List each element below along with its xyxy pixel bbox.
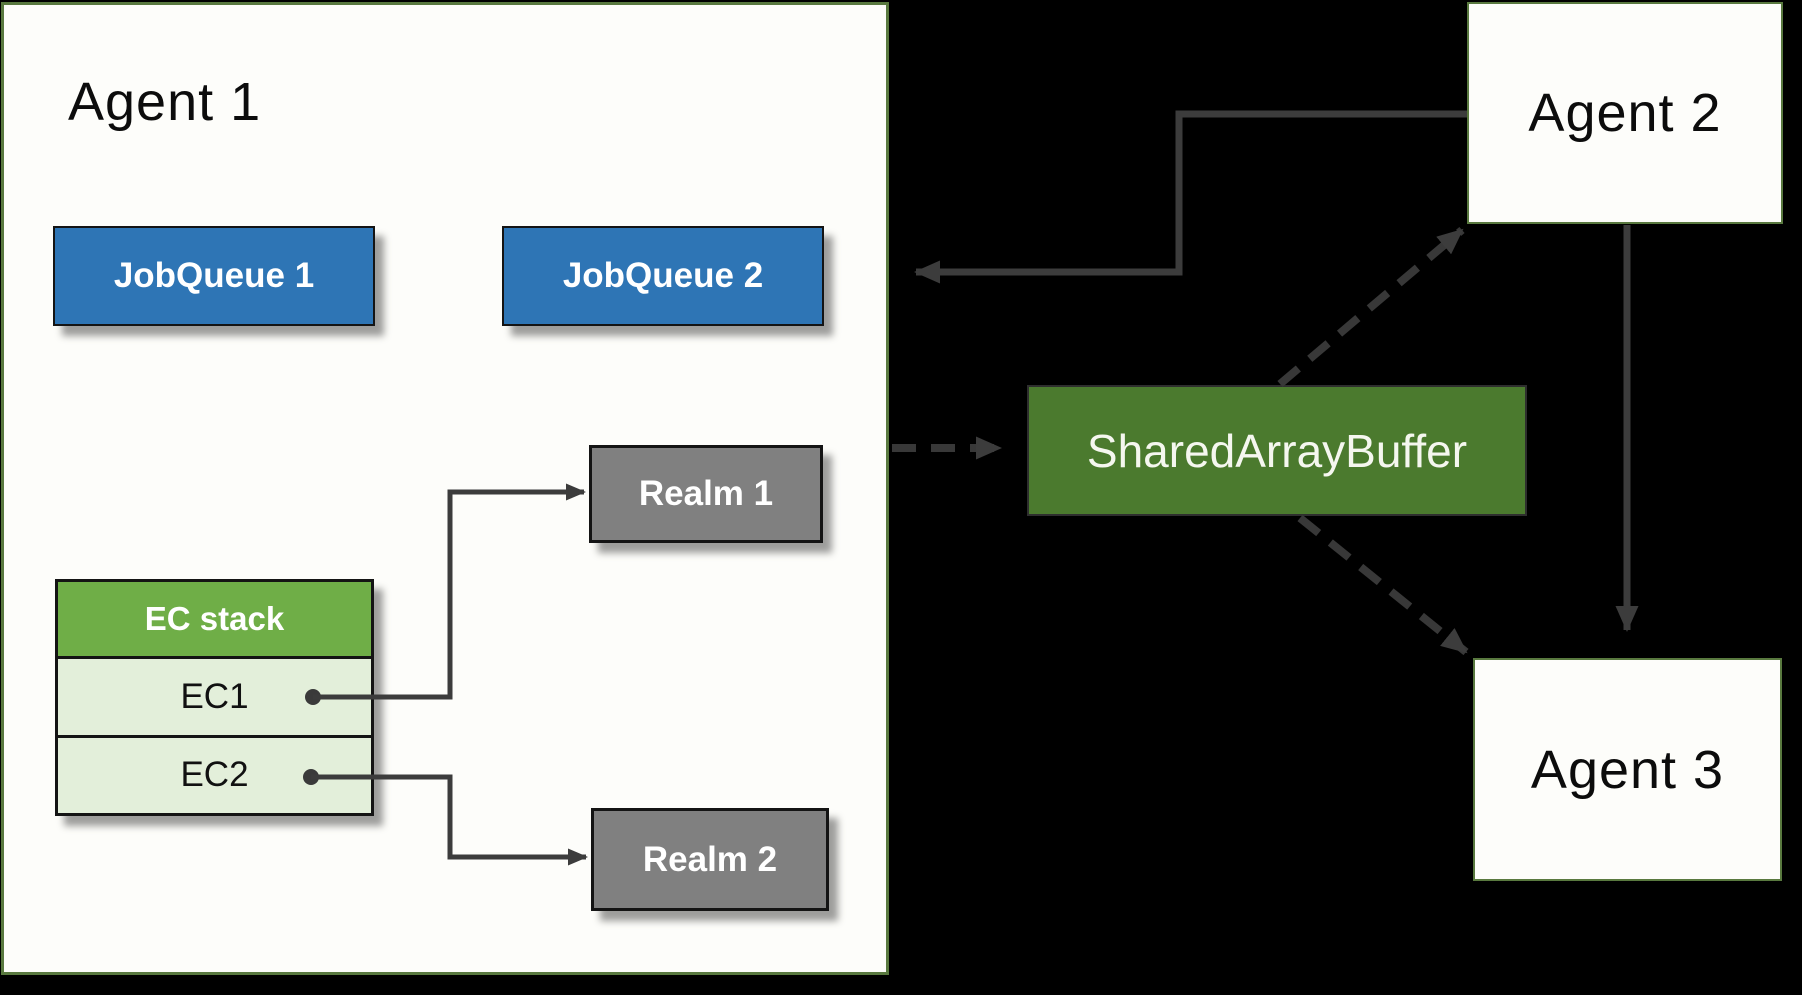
realm2-box: Realm 2 [591, 808, 829, 911]
shared-array-buffer-label: SharedArrayBuffer [1086, 424, 1468, 477]
realm1-box: Realm 1 [589, 445, 823, 543]
agent2-label: Agent 2 [1528, 83, 1722, 143]
realm2-label: Realm 2 [642, 839, 778, 879]
agent2-to-agent1-arrow [914, 110, 1467, 284]
ec-stack-header: EC stack [58, 582, 371, 659]
agent2-box: Agent 2 [1467, 2, 1783, 224]
jobqueue1-label: JobQueue 1 [113, 256, 315, 295]
jobqueue2-label: JobQueue 2 [562, 256, 764, 295]
agent1-label: Agent 1 [68, 72, 262, 132]
agent3-box: Agent 3 [1473, 658, 1782, 881]
ec-stack-row-ec2: EC2 [58, 734, 371, 813]
jobqueue2-box: JobQueue 2 [502, 226, 824, 326]
jobqueue1-box: JobQueue 1 [53, 226, 375, 326]
shared-array-buffer-box: SharedArrayBuffer [1027, 385, 1527, 516]
sab-to-agent3-dashed-arrow [1297, 514, 1469, 656]
sab-to-agent2-dashed-arrow [1277, 226, 1465, 388]
ec-stack-row-ec1: EC1 [58, 659, 371, 735]
agent1-box: Agent 1 JobQueue 1 JobQueue 2 Realm 1 Re… [1, 2, 889, 975]
agent3-label: Agent 3 [1530, 739, 1725, 800]
realm1-label: Realm 1 [638, 474, 774, 513]
ec-stack-table: EC stack EC1 EC2 [55, 579, 374, 816]
